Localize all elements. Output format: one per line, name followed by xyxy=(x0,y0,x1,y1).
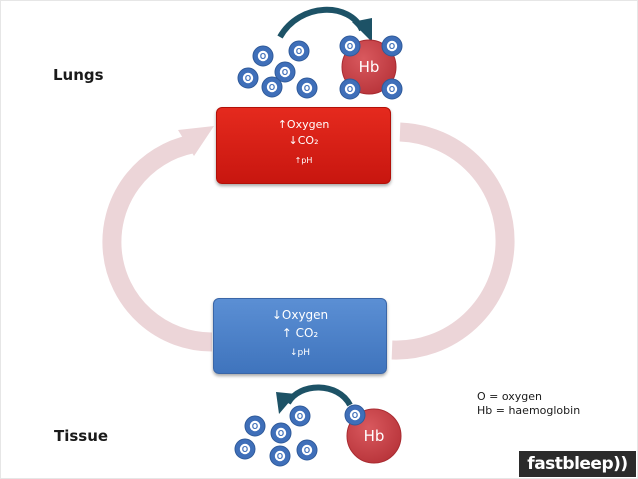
oxygen-symbol: O xyxy=(245,74,251,83)
oxygen-molecule: O xyxy=(339,35,361,57)
oxygen-binding-arrow xyxy=(277,6,372,42)
tissue-co2-text: ↑ CO₂ xyxy=(281,326,319,340)
oxygen-symbol: O xyxy=(347,42,353,51)
oxygen-symbol: O xyxy=(352,411,358,420)
oxygen-symbol: O xyxy=(389,85,395,94)
oxygen-symbol: O xyxy=(389,42,395,51)
oxygen-molecule: O xyxy=(381,78,403,100)
oxygen-molecule: O xyxy=(252,45,274,67)
lungs-label: Lungs xyxy=(53,66,104,84)
oxygen-molecule: O xyxy=(288,40,310,62)
hb-label-lungs: Hb xyxy=(359,58,380,76)
oxygen-molecule: O xyxy=(289,405,311,427)
legend-oxygen: O = oxygen xyxy=(477,390,543,403)
oxygen-symbol: O xyxy=(277,452,283,461)
oxygen-symbol: O xyxy=(304,446,310,455)
oxygen-symbol: O xyxy=(282,68,288,77)
oxygen-symbol: O xyxy=(297,412,303,421)
tissue-label: Tissue xyxy=(54,427,109,445)
oxygen-molecule: O xyxy=(244,415,266,437)
legend: O = oxygen Hb = haemoglobin xyxy=(477,390,580,418)
oxygen-symbol: O xyxy=(304,84,310,93)
cycle-arrow xyxy=(102,122,515,360)
oxygen-symbol: O xyxy=(260,52,266,61)
oxygen-symbol: O xyxy=(347,85,353,94)
oxygen-molecule: O xyxy=(381,35,403,57)
legend-haemoglobin: Hb = haemoglobin xyxy=(477,404,581,417)
oxygen-release-arrow xyxy=(276,384,353,414)
oxygen-symbol: O xyxy=(296,47,302,56)
oxygen-molecule: O xyxy=(269,445,291,467)
oxygen-molecule: O xyxy=(234,438,256,460)
oxygen-molecule: O xyxy=(296,77,318,99)
oxygen-molecule: O xyxy=(274,61,296,83)
lungs-co2-text: ↓CO₂ xyxy=(288,134,319,147)
fastbleep-logo: fastbleep)) xyxy=(519,451,636,477)
oxygen-molecule: O xyxy=(344,404,366,426)
oxygen-molecule: O xyxy=(237,67,259,89)
oxygen-symbol: O xyxy=(242,445,248,454)
lungs-oxygen-text: ↑Oxygen xyxy=(277,118,330,131)
oxygen-molecule: O xyxy=(261,76,283,98)
oxygen-molecule: O xyxy=(296,439,318,461)
oxygen-molecule: O xyxy=(339,78,361,100)
oxygen-symbol: O xyxy=(269,83,275,92)
hb-label-tissue: Hb xyxy=(364,427,385,445)
lungs-ph-text: ↑pH xyxy=(294,156,313,165)
lungs-conditions-box: ↑Oxygen ↓CO₂ ↑pH xyxy=(216,107,391,184)
tissue-oxygen-text: ↓Oxygen xyxy=(271,308,329,322)
tissue-ph-text: ↓pH xyxy=(289,348,311,358)
oxygen-symbol: O xyxy=(278,429,284,438)
tissue-conditions-box: ↓Oxygen ↑ CO₂ ↓pH xyxy=(213,298,387,374)
oxygen-symbol: O xyxy=(252,422,258,431)
oxygen-molecule: O xyxy=(270,422,292,444)
